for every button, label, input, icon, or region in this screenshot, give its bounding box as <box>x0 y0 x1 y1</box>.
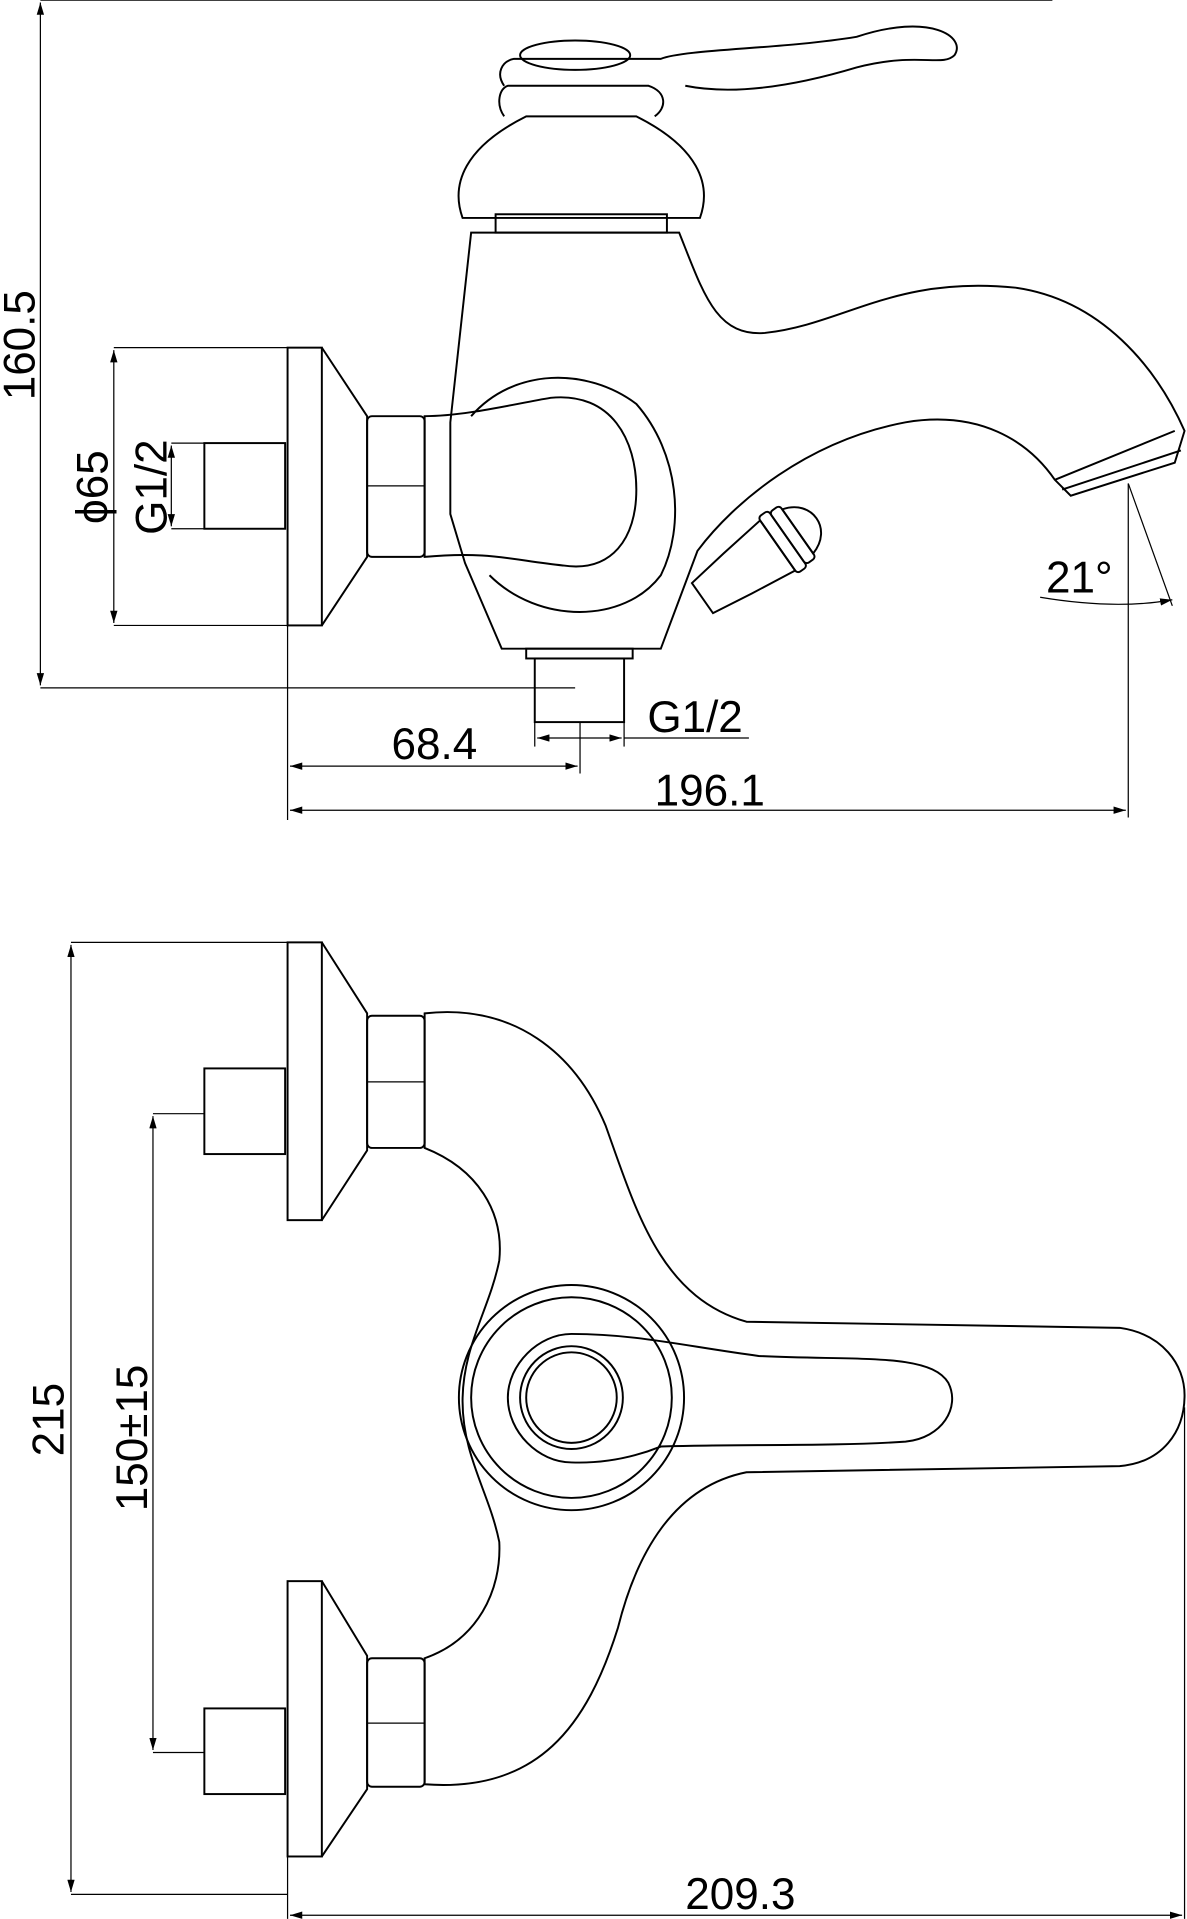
overall-depth-label: 196.1 <box>655 766 765 815</box>
center-distance-label: 150±15 <box>108 1365 157 1512</box>
plate-diameter-label: ϕ65 <box>69 450 118 524</box>
faucet-body-top <box>423 1011 1186 1786</box>
escutcheon <box>457 1284 686 1512</box>
height-dim-label: 160.5 <box>0 290 44 400</box>
lower-wall-plate <box>203 1580 426 1858</box>
diverter-knob[interactable] <box>683 490 836 626</box>
upper-wall-plate <box>203 941 426 1222</box>
inlet-coupling <box>423 396 638 568</box>
handle[interactable] <box>457 25 958 234</box>
inlet-thread <box>203 442 287 530</box>
hex-nut <box>366 415 426 558</box>
inlet-thread-label: G1/2 <box>127 439 176 534</box>
outlet-thread-label: G1/2 <box>647 693 743 742</box>
outlet-offset-label: 68.4 <box>392 720 478 769</box>
side-view: 160.5 ϕ65 G1/2 G1/2 68.4 196.1 21° <box>0 0 1186 820</box>
overall-height-label: 215 <box>25 1383 74 1457</box>
top-view: 215 150±15 209.3 <box>25 941 1186 1919</box>
wall-plate <box>286 346 369 627</box>
lever-handle[interactable] <box>506 1332 954 1464</box>
spout-angle-label: 21° <box>1046 553 1113 602</box>
faucet-body <box>449 231 1186 650</box>
outlet-thread <box>525 647 634 724</box>
top-overall-depth-label: 209.3 <box>685 1870 795 1919</box>
